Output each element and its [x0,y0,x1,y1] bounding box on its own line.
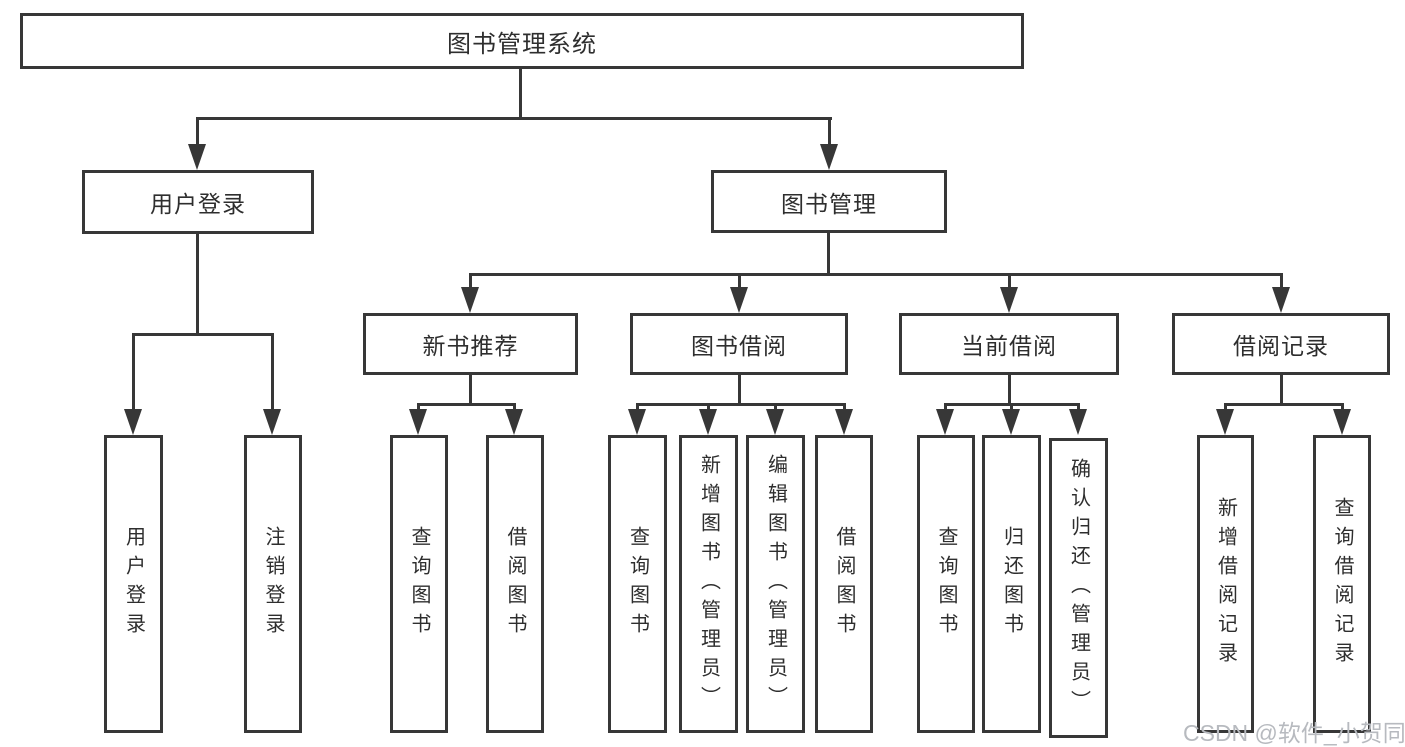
arrow-down-icon [505,409,523,435]
connector-line [417,405,420,411]
leaf-query-books-current-label: 查询图书 [935,526,957,642]
arrow-down-icon [766,409,784,435]
node-current-borrowing-label: 当前借阅 [961,333,1057,359]
node-borrow-records: 借阅记录 [1172,313,1390,375]
connector-line [1280,375,1283,406]
connector-line [417,403,516,406]
connector-line [132,335,135,412]
connector-line [1224,405,1227,411]
leaf-return-book: 归还图书 [982,435,1041,733]
connector-line [843,405,846,411]
watermark: CSDN @软件_小贺同学 [1183,720,1405,746]
node-new-book-recommend-label: 新书推荐 [422,333,519,359]
leaf-logout-label: 注销登录 [262,526,284,642]
leaf-add-borrow-record-label: 新增借阅记录 [1214,497,1237,671]
connector-line [196,234,199,336]
leaf-logout: 注销登录 [244,435,302,733]
connector-line [469,375,472,406]
node-current-borrowing: 当前借阅 [899,313,1119,375]
leaf-edit-book-admin-label: 编辑图书（管理员） [764,453,787,715]
connector-line [513,405,516,411]
arrow-down-icon [409,409,427,435]
arrow-down-icon [263,409,281,435]
leaf-add-borrow-record: 新增借阅记录 [1197,435,1254,733]
connector-line [738,275,741,289]
leaf-return-book-label: 归还图书 [1000,526,1023,642]
connector-line [1008,375,1011,406]
leaf-query-books-current: 查询图书 [917,435,975,733]
connector-line [469,275,472,289]
leaf-edit-book-admin: 编辑图书（管理员） [746,435,805,733]
node-borrow-records-label: 借阅记录 [1233,333,1329,359]
node-user-login-label: 用户登录 [150,191,246,217]
leaf-query-books-borrowing-label: 查询图书 [626,526,649,642]
arrow-down-icon [628,409,646,435]
leaf-query-books-recommend: 查询图书 [390,435,448,733]
node-book-management-label: 图书管理 [781,190,877,217]
arrow-down-icon [188,144,206,170]
node-book-borrowing-label: 图书借阅 [691,333,787,359]
node-root-system: 图书管理系统 [20,13,1024,69]
node-root-label: 图书管理系统 [447,30,597,58]
connector-line [636,405,639,411]
connector-line [707,405,710,411]
arrow-down-icon [1000,287,1018,313]
arrow-down-icon [461,287,479,313]
leaf-confirm-return-admin: 确认归还（管理员） [1049,438,1108,738]
connector-line [1341,405,1344,411]
leaf-query-books-borrowing: 查询图书 [608,435,667,733]
connector-line [1008,275,1011,289]
leaf-query-books-recommend-label: 查询图书 [408,526,430,642]
connector-line [469,273,1283,276]
connector-line [196,117,832,120]
connector-line [828,119,831,148]
node-user-login: 用户登录 [82,170,314,234]
leaf-add-book-admin: 新增图书（管理员） [679,435,738,733]
leaf-query-borrow-record: 查询借阅记录 [1313,435,1371,733]
arrow-down-icon [1216,409,1234,435]
connector-line [1010,405,1013,411]
arrow-down-icon [936,409,954,435]
connector-line [271,335,274,412]
leaf-user-login-label: 用户登录 [122,526,145,642]
leaf-add-book-admin-label: 新增图书（管理员） [697,453,720,715]
arrow-down-icon [699,409,717,435]
node-book-borrowing: 图书借阅 [630,313,848,375]
leaf-borrow-books-recommend: 借阅图书 [486,435,544,733]
leaf-query-borrow-record-label: 查询借阅记录 [1331,497,1353,671]
arrow-down-icon [1333,409,1351,435]
arrow-down-icon [730,287,748,313]
connector-line [636,403,846,406]
connector-line [738,375,741,406]
leaf-borrow-books-recommend-label: 借阅图书 [504,526,526,642]
arrow-down-icon [124,409,142,435]
connector-line [1077,405,1080,411]
leaf-confirm-return-admin-label: 确认归还（管理员） [1067,457,1090,719]
connector-line [1280,275,1283,289]
arrow-down-icon [820,144,838,170]
arrow-down-icon [1002,409,1020,435]
arrow-down-icon [1069,409,1087,435]
connector-line [944,405,947,411]
leaf-borrow-books-borrowing: 借阅图书 [815,435,873,733]
node-new-book-recommend: 新书推荐 [363,313,578,375]
arrow-down-icon [1272,287,1290,313]
connector-line [519,68,522,120]
node-book-management: 图书管理 [711,170,947,233]
connector-line [196,119,199,148]
leaf-borrow-books-borrowing-label: 借阅图书 [833,526,855,642]
connector-line [944,403,1080,406]
leaf-user-login: 用户登录 [104,435,163,733]
arrow-down-icon [835,409,853,435]
connector-line [1224,403,1344,406]
connector-line [132,333,274,336]
connector-line [827,233,830,276]
connector-line [774,405,777,411]
